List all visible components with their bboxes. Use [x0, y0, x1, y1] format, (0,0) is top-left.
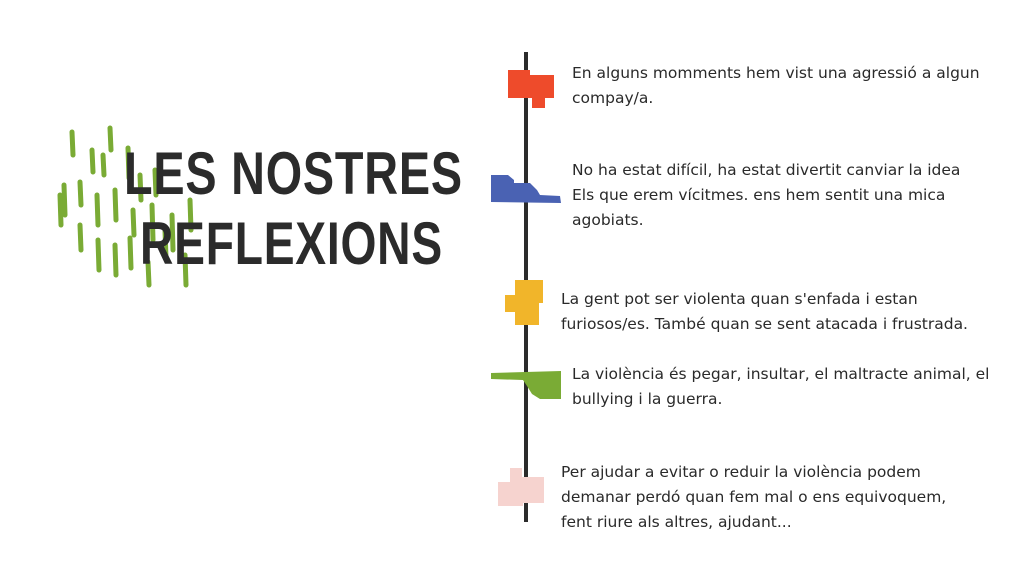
- note-line: No ha estat difícil, ha estat divertit c…: [572, 161, 961, 179]
- yellow-marker: [505, 280, 543, 325]
- brush-dash: [162, 227, 169, 261]
- brush-dash: [130, 207, 137, 238]
- brush-dash: [77, 222, 84, 253]
- slide-title-line-1: LES NOSTRES: [124, 140, 463, 207]
- brush-dash: [169, 212, 176, 253]
- brush-dash: [77, 179, 84, 208]
- note-3: La gent pot ser violenta quan s'enfada i…: [561, 287, 968, 337]
- brush-dash: [107, 125, 114, 153]
- brush-dash: [112, 242, 119, 278]
- note-1: En alguns momments hem vist una agressió…: [572, 61, 980, 111]
- note-line: En alguns momments hem vist una agressió…: [572, 64, 980, 82]
- brush-dash: [95, 237, 102, 273]
- brush-dash: [61, 182, 68, 218]
- brush-dash: [57, 192, 64, 228]
- note-line: La gent pot ser violenta quan s'enfada i…: [561, 290, 918, 308]
- note-line: furiosos/es. També quan se sent atacada …: [561, 315, 968, 333]
- pink-marker: [498, 468, 544, 506]
- note-line: bullying i la guerra.: [572, 390, 723, 408]
- brush-dash: [94, 192, 101, 228]
- brush-dash: [127, 235, 134, 271]
- note-line: demanar perdó quan fem mal o ens equivoq…: [561, 488, 947, 506]
- note-2: No ha estat difícil, ha estat divertit c…: [572, 158, 960, 233]
- red-marker: [508, 70, 554, 108]
- brush-dash: [125, 145, 132, 181]
- brush-dash: [137, 172, 144, 203]
- note-line: fent riure als altres, ajudant...: [561, 513, 792, 531]
- note-4: La violència és pegar, insultar, el malt…: [572, 362, 989, 412]
- brush-dash: [89, 147, 96, 175]
- green-marker: [491, 371, 561, 399]
- brush-dash: [149, 202, 156, 243]
- brush-dash: [152, 167, 159, 198]
- brush-dash: [69, 129, 76, 158]
- note-line: agobiats.: [572, 211, 644, 229]
- note-line: La violència és pegar, insultar, el malt…: [572, 365, 990, 383]
- note-line: Els que erem vícitmes. ens hem sentit un…: [572, 186, 946, 204]
- note-line: Per ajudar a evitar o reduir la violènci…: [561, 463, 921, 481]
- brush-dash: [145, 259, 152, 288]
- brush-dash: [100, 152, 107, 178]
- brush-dash: [187, 197, 194, 233]
- brush-dash: [182, 252, 189, 288]
- green-brush-dashes: [57, 125, 194, 288]
- slide-title-line-2: REFLEXIONS: [140, 210, 443, 277]
- note-5: Per ajudar a evitar o reduir la violènci…: [561, 460, 946, 535]
- note-line: compay/a.: [572, 89, 654, 107]
- blue-marker: [491, 175, 561, 203]
- brush-dash: [112, 187, 119, 223]
